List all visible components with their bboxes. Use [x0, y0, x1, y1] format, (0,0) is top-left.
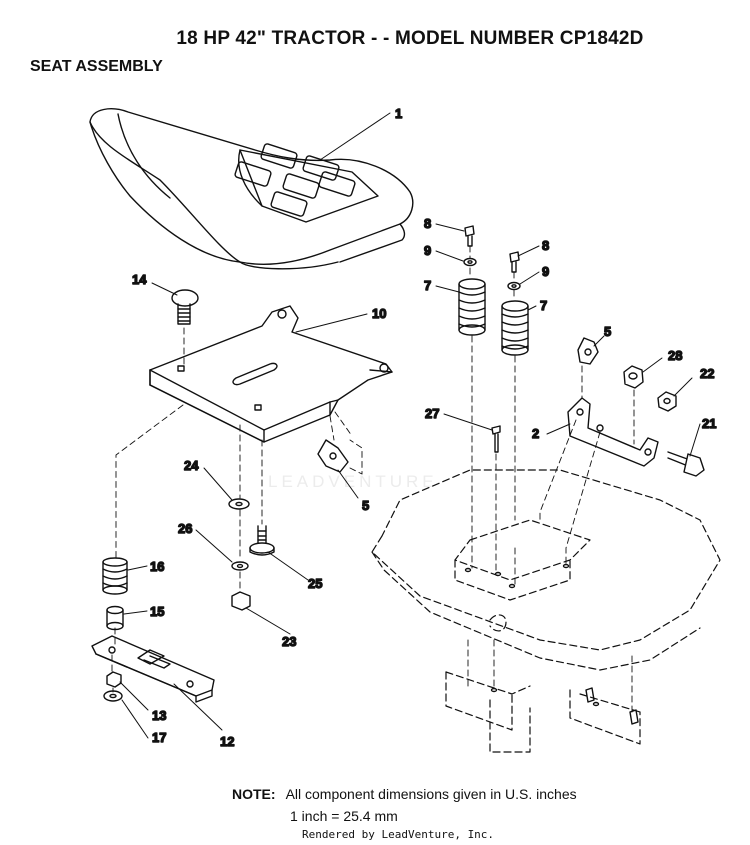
- bracket-part[interactable]: [567, 397, 659, 467]
- bolt-8b-part[interactable]: [509, 251, 520, 273]
- callout-25: 25: [308, 576, 322, 591]
- callout-12: 12: [220, 734, 234, 749]
- callout-10: 10: [372, 306, 386, 321]
- dimension-note: NOTE: All component dimensions given in U…: [232, 786, 577, 802]
- frame-holes: [464, 563, 600, 707]
- callout-8-right: 8: [542, 238, 549, 253]
- pin-27-part[interactable]: [491, 425, 501, 453]
- bolt-25-part[interactable]: [249, 525, 275, 556]
- note-label: NOTE:: [232, 786, 276, 802]
- nut-28-part[interactable]: [623, 365, 644, 389]
- callout-9-left: 9: [424, 243, 431, 258]
- callout-17: 17: [152, 730, 166, 745]
- nut-13-part[interactable]: [106, 671, 122, 688]
- washer-17-part[interactable]: [103, 690, 123, 702]
- washer-26-part[interactable]: [231, 561, 249, 571]
- seat-pan-part[interactable]: [149, 305, 393, 443]
- callout-15: 15: [150, 604, 164, 619]
- watermark: LEADVENTURE: [268, 472, 438, 491]
- tractor-frame: [371, 469, 721, 753]
- callout-2: 2: [532, 426, 539, 441]
- washer-24-part[interactable]: [228, 498, 250, 510]
- callout-28: 28: [668, 348, 682, 363]
- leader-lines: [119, 112, 701, 739]
- rendered-by-footer: Rendered by LeadVenture, Inc.: [302, 828, 495, 841]
- nut-22-part[interactable]: [657, 391, 677, 412]
- frame-pins[interactable]: [585, 687, 639, 725]
- spacer-15-part[interactable]: [106, 605, 124, 631]
- assembly-centerlines: [111, 245, 635, 713]
- callout-23: 23: [282, 634, 296, 649]
- nut-23-part[interactable]: [231, 591, 251, 611]
- section-title: SEAT ASSEMBLY: [30, 58, 163, 75]
- spring-7b-part[interactable]: [501, 300, 529, 356]
- clip-5b-part[interactable]: [317, 439, 349, 473]
- bolt-8a-part[interactable]: [464, 225, 475, 247]
- note-line-1: All component dimensions given in U.S. i…: [285, 786, 577, 802]
- callout-13: 13: [152, 708, 166, 723]
- bolt-21-part[interactable]: [667, 451, 705, 477]
- clip-5a-part[interactable]: [577, 337, 599, 365]
- callout-5-lower: 5: [362, 498, 369, 513]
- callout-7-left: 7: [424, 278, 431, 293]
- callout-22: 22: [700, 366, 714, 381]
- callout-27: 27: [425, 406, 439, 421]
- note-line-2: 1 inch = 25.4 mm: [290, 808, 398, 824]
- carriage-bolt-part[interactable]: [171, 289, 199, 325]
- bracket-12-part[interactable]: [91, 635, 215, 703]
- washer-9a-part[interactable]: [463, 257, 477, 267]
- callout-16: 16: [150, 559, 164, 574]
- spring-16-part[interactable]: [102, 557, 128, 595]
- callout-8-left: 8: [424, 216, 431, 231]
- washer-9b-part[interactable]: [507, 281, 521, 291]
- callout-5-upper: 5: [604, 324, 611, 339]
- callout-14: 14: [132, 272, 147, 287]
- callout-21: 21: [702, 416, 716, 431]
- callout-24: 24: [184, 458, 199, 473]
- callout-1: 1: [395, 106, 402, 121]
- callout-7-right: 7: [540, 298, 547, 313]
- callout-26: 26: [178, 521, 192, 536]
- page-title: 18 HP 42" TRACTOR - - MODEL NUMBER CP184…: [176, 28, 644, 49]
- seat-part[interactable]: [89, 108, 414, 270]
- spring-7a-part[interactable]: [458, 278, 486, 336]
- callout-9-right: 9: [542, 264, 549, 279]
